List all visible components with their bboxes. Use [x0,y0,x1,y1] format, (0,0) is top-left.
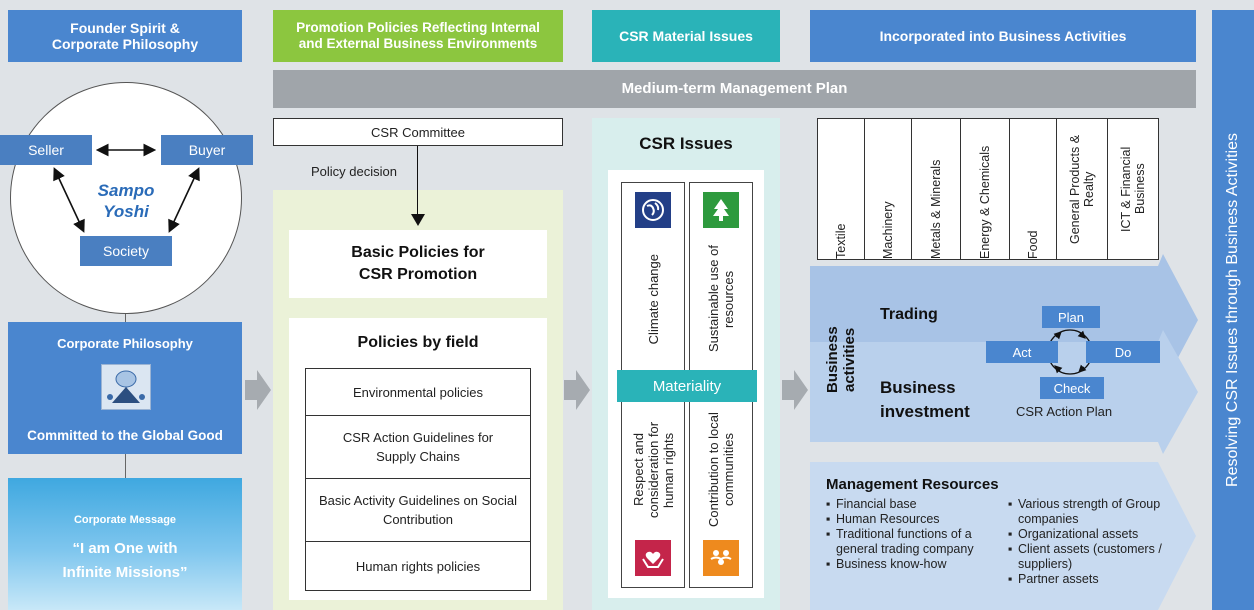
csr-issues-title: CSR Issues [639,134,733,153]
sustainable-label-wrap: Sustainable use of resources [689,234,753,364]
business-activities-label-wrap: Business activities [818,300,864,420]
pdca-check: Check [1040,377,1104,399]
policies-by-field-title: Policies by field [357,334,479,351]
investment-label-line1: Business [880,378,956,397]
pdca-do: Do [1086,341,1160,363]
sampo-line2: Yoshi [103,202,149,221]
policies-by-field-box: Policies by field Environmental policies… [289,318,547,600]
sector-energy-label: Energy & Chemicals [978,145,992,259]
business-activities-label: Business activities [824,326,858,394]
corporate-message-line1: “I am One with [72,540,178,557]
resource-item: ▪Traditional functions of a general trad… [826,527,974,556]
pdca-act: Act [986,341,1058,363]
sector-ict: ICT & Financial Business [1107,118,1159,260]
society-tag: Society [80,236,172,266]
management-resources-title: Management Resources [826,476,999,493]
climate-change-label: Climate change [645,253,661,345]
seller-society-arrow [53,167,85,233]
sector-food: Food [1009,118,1057,260]
sampo-yoshi-label: Sampo Yoshi [76,176,176,226]
policy-item-environmental: Environmental policies [305,368,531,416]
human-rights-label: Respect and consideration for human righ… [630,421,676,519]
connector-line-2 [125,454,126,478]
community-icon [703,540,739,576]
heart-hands-icon [635,540,671,576]
corporate-message-box: Corporate Message “I am One with Infinit… [8,478,242,610]
flow-arrow-3 [782,370,808,410]
right-banner: Resolving CSR Issues through Business Ac… [1212,10,1254,610]
human-rights-label-wrap: Respect and consideration for human righ… [621,408,685,532]
corporate-philosophy-box: Corporate Philosophy Committed to the Gl… [8,322,242,454]
sector-food-label: Food [1026,230,1040,260]
seller-tag: Seller [0,135,92,165]
sampo-arrows [53,143,200,233]
header-incorporated: Incorporated into Business Activities [810,10,1196,62]
policy-decision-label: Policy decision [311,164,397,179]
trading-label: Trading [880,306,938,323]
resource-item: ▪Business know-how [826,557,947,571]
sector-general-products: General Products & Realty [1056,118,1108,260]
globe-icon [635,192,671,228]
sector-metals: Metals & Minerals [911,118,961,260]
basic-policies-line1: Basic Policies for [351,244,485,261]
corporate-philosophy-title: Corporate Philosophy [57,336,193,351]
sampo-circle [10,82,242,314]
medium-term-plan-band: Medium-term Management Plan [273,70,1196,108]
right-banner-label: Resolving CSR Issues through Business Ac… [1224,133,1241,487]
resources-arrow [810,462,1196,610]
sector-ict-label: ICT & Financial Business [1119,146,1147,232]
investment-label-line2: investment [880,402,970,421]
climate-change-label-wrap: Climate change [621,234,685,364]
sampo-line1: Sampo [97,181,155,200]
buyer-society-arrow [168,167,200,233]
header-promotion: Promotion Policies Reflecting Internal a… [273,10,563,62]
header-founder: Founder Spirit & Corporate Philosophy [8,10,242,62]
csr-committee-box: CSR Committee [273,118,563,146]
csr-action-plan-label: CSR Action Plan [1016,404,1113,419]
sustainable-label: Sustainable use of resources [706,245,736,353]
buyer-tag: Buyer [161,135,253,165]
local-communities-label: Contribution to local communities [706,412,736,528]
pdca-plan: Plan [1042,306,1100,328]
resource-item: ▪Various strength of Group companies [1008,497,1161,526]
flow-arrow-2 [564,370,590,410]
basic-policies-line2: CSR Promotion [358,266,478,283]
resource-item: ▪Financial base [826,497,917,511]
header-csr-material: CSR Material Issues [592,10,780,62]
sector-general-products-label: General Products & Realty [1068,134,1096,244]
globe-emblem-icon [101,364,151,410]
sector-machinery: Machinery [864,118,912,260]
policy-decision-arrowhead [411,214,425,226]
corporate-message-line2: Infinite Missions” [62,564,188,581]
flow-arrow-1 [245,370,271,410]
management-resources-left: ▪Financial base ▪Human Resources ▪Tradit… [826,497,1002,572]
resource-item: ▪Client assets (customers / suppliers) [1008,542,1162,571]
resource-item: ▪Organizational assets [1008,527,1139,541]
sector-textile: Textile [817,118,865,260]
policy-item-human-rights: Human rights policies [305,541,531,591]
sector-machinery-label: Machinery [881,201,895,259]
resource-item: ▪Partner assets [1008,572,1099,586]
corporate-philosophy-subtitle: Committed to the Global Good [27,428,223,443]
policy-decision-line [417,146,418,216]
connector-line-1 [125,314,126,322]
resource-item: ▪Human Resources [826,512,940,526]
corporate-message-label: Corporate Message [73,514,177,526]
tree-icon [703,192,739,228]
management-resources-right: ▪Various strength of Group companies ▪Or… [1008,497,1176,587]
local-communities-label-wrap: Contribution to local communities [689,408,753,532]
policy-item-social-contribution: Basic Activity Guidelines on Social Cont… [305,478,531,542]
business-arrows [810,254,1198,610]
sector-energy: Energy & Chemicals [960,118,1010,260]
policy-item-supply-chain: CSR Action Guidelines for Supply Chains [305,415,531,479]
materiality-band: Materiality [617,370,757,402]
basic-policies-box: Basic Policies for CSR Promotion [289,230,547,298]
sector-metals-label: Metals & Minerals [929,159,943,259]
sector-textile-label: Textile [834,223,848,259]
